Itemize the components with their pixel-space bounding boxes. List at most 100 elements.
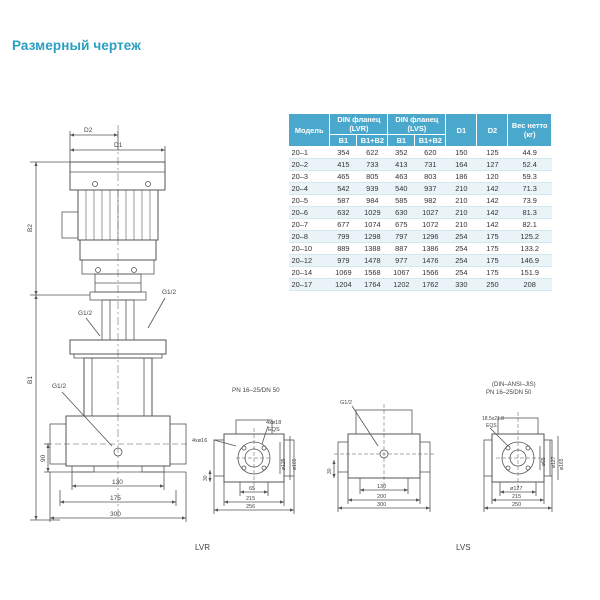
table-cell: 175 — [476, 266, 508, 279]
cell-model: 20–12 — [288, 254, 330, 267]
dim-175: 175 — [110, 495, 121, 502]
table-cell: 82.1 — [507, 218, 552, 231]
table-cell: 622 — [356, 146, 388, 159]
dim-b1: B1 — [27, 376, 34, 384]
table-cell: 632 — [329, 206, 357, 219]
table-cell: 979 — [329, 254, 357, 267]
header-lvr-b1: B1 — [329, 134, 358, 147]
table-cell: 142 — [476, 182, 508, 195]
table-cell: 254 — [445, 266, 477, 279]
lvs-300: 300 — [377, 502, 386, 508]
table-cell: 540 — [387, 182, 415, 195]
table-cell: 133.2 — [507, 242, 552, 255]
table-cell: 542 — [329, 182, 357, 195]
table-cell: 977 — [387, 254, 415, 267]
table-cell: 1478 — [356, 254, 388, 267]
table-cell: 1027 — [414, 206, 446, 219]
ansi-std: (DIN–ANSI–JIS) — [492, 382, 536, 388]
table-cell: 1764 — [356, 278, 388, 291]
cell-model: 20–2 — [288, 158, 330, 171]
table-cell: 1476 — [414, 254, 446, 267]
table-cell: 731 — [414, 158, 446, 171]
table-cell: 797 — [387, 230, 415, 243]
table-cell: 1568 — [356, 266, 388, 279]
table-cell: 585 — [387, 194, 415, 207]
lvs-130: 130 — [377, 484, 386, 490]
table-cell: 889 — [329, 242, 357, 255]
lvr-holes: 4xø16 — [192, 438, 207, 444]
dim-d1: D1 — [114, 142, 123, 149]
table-cell: 175 — [476, 254, 508, 267]
table-cell: 210 — [445, 206, 477, 219]
header-lvs-b1: B1 — [387, 134, 416, 147]
ansi-d127: ø127 — [551, 456, 557, 468]
table-cell: 675 — [387, 218, 415, 231]
table-cell: 186 — [445, 170, 477, 183]
port-g-left: G1/2 — [78, 310, 92, 317]
table-cell: 1566 — [414, 266, 446, 279]
table-cell: 330 — [445, 278, 477, 291]
port-g-right: G1/2 — [162, 289, 176, 296]
table-cell: 982 — [414, 194, 446, 207]
table-cell: 44.9 — [507, 146, 552, 159]
table-cell: 1067 — [387, 266, 415, 279]
lvr-eqs: EQS — [268, 427, 280, 433]
table-cell: 120 — [476, 170, 508, 183]
table-cell: 150 — [445, 146, 477, 159]
table-cell: 164 — [445, 158, 477, 171]
lvr-holes2: 4xø18 — [266, 420, 281, 426]
header-lvs: DIN фланец (LVS) — [387, 113, 447, 135]
table-cell: 630 — [387, 206, 415, 219]
table-cell: 125.2 — [507, 230, 552, 243]
header-weight: Вес нетто (кг) — [507, 113, 552, 147]
lvr-d125: ø125 — [281, 458, 287, 470]
table-cell: 81.3 — [507, 206, 552, 219]
ansi-215: 215 — [512, 494, 521, 500]
port-g-bottom: G1/2 — [52, 383, 66, 390]
lvs-30: 30 — [327, 468, 333, 474]
dim-d2: D2 — [84, 127, 93, 134]
table-cell: 805 — [356, 170, 388, 183]
table-cell: 127 — [476, 158, 508, 171]
table-cell: 587 — [329, 194, 357, 207]
cell-model: 20–14 — [288, 266, 330, 279]
table-cell: 250 — [476, 278, 508, 291]
lvr-215: 215 — [246, 496, 255, 502]
header-model: Модель — [287, 113, 331, 147]
table-cell: 620 — [414, 146, 446, 159]
table-cell: 1386 — [414, 242, 446, 255]
table-cell: 799 — [329, 230, 357, 243]
table-cell: 1296 — [414, 230, 446, 243]
header-lvr-b1b2: B1+B2 — [356, 134, 389, 147]
cell-model: 20–17 — [288, 278, 330, 291]
table-cell: 1762 — [414, 278, 446, 291]
table-cell: 677 — [329, 218, 357, 231]
table-cell: 937 — [414, 182, 446, 195]
table-cell: 175 — [476, 230, 508, 243]
table-cell: 413 — [387, 158, 415, 171]
table-cell: 59.3 — [507, 170, 552, 183]
header-lvr: DIN фланец (LVR) — [329, 113, 389, 135]
table-cell: 146.9 — [507, 254, 552, 267]
table-cell: 1298 — [356, 230, 388, 243]
lvr-65: 65 — [249, 486, 255, 492]
cell-model: 20–10 — [288, 242, 330, 255]
table-cell: 125 — [476, 146, 508, 159]
page-title: Размерный чертеж — [12, 38, 141, 53]
lvs-g: G1/2 — [340, 400, 352, 406]
ansi-pn: PN 16–25/DN 50 — [486, 390, 532, 396]
table-cell: 1074 — [356, 218, 388, 231]
table-cell: 1029 — [356, 206, 388, 219]
table-cell: 151.9 — [507, 266, 552, 279]
lvs-label: LVS — [456, 543, 471, 552]
table-cell: 71.3 — [507, 182, 552, 195]
ansi-d165: ø165 — [559, 458, 565, 470]
